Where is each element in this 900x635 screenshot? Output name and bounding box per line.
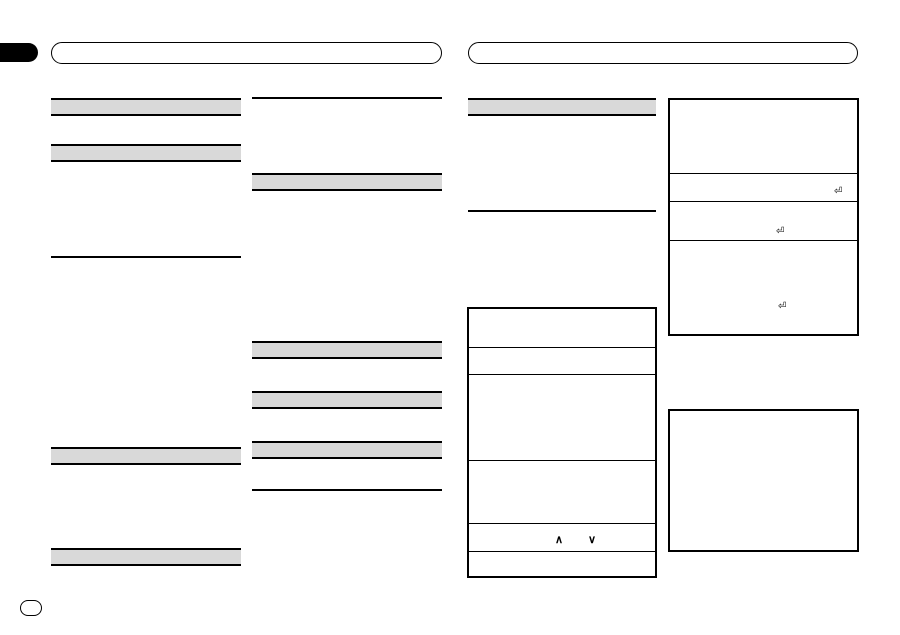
heading-bar-2 (51, 144, 241, 162)
table-2-divider (670, 240, 857, 241)
heading-bar-1 (51, 98, 241, 116)
section-rule-1 (51, 256, 241, 258)
heading-bar-5 (252, 173, 442, 191)
heading-bar-9 (468, 98, 656, 116)
empty-box (668, 409, 859, 552)
heading-bar-8 (252, 441, 442, 459)
enter-icon: ⏎ (834, 186, 843, 197)
caret-down-icon: ∨ (588, 534, 597, 546)
left-header-pill (51, 42, 442, 64)
table-1-divider (469, 460, 655, 461)
table-2-divider (670, 201, 857, 202)
section-rule-3 (252, 489, 442, 491)
right-header-pill (468, 42, 858, 64)
language-badge (20, 600, 42, 616)
table-1-divider (469, 551, 655, 552)
table-2: ⏎ ⏎ ⏎ (668, 98, 859, 336)
heading-bar-3 (51, 447, 241, 465)
table-1: ∧ ∨ (467, 307, 657, 578)
table-1-divider (469, 347, 655, 348)
heading-bar-6 (252, 341, 442, 359)
section-rule-4 (468, 210, 656, 212)
heading-bar-4 (51, 548, 241, 566)
table-1-divider (469, 374, 655, 375)
table-1-divider (469, 523, 655, 524)
heading-bar-7 (252, 391, 442, 409)
caret-up-icon: ∧ (555, 534, 564, 546)
section-tab (0, 43, 38, 62)
enter-icon: ⏎ (778, 301, 787, 312)
section-rule-2 (252, 97, 442, 99)
table-2-divider (670, 173, 857, 174)
enter-icon: ⏎ (776, 226, 785, 237)
